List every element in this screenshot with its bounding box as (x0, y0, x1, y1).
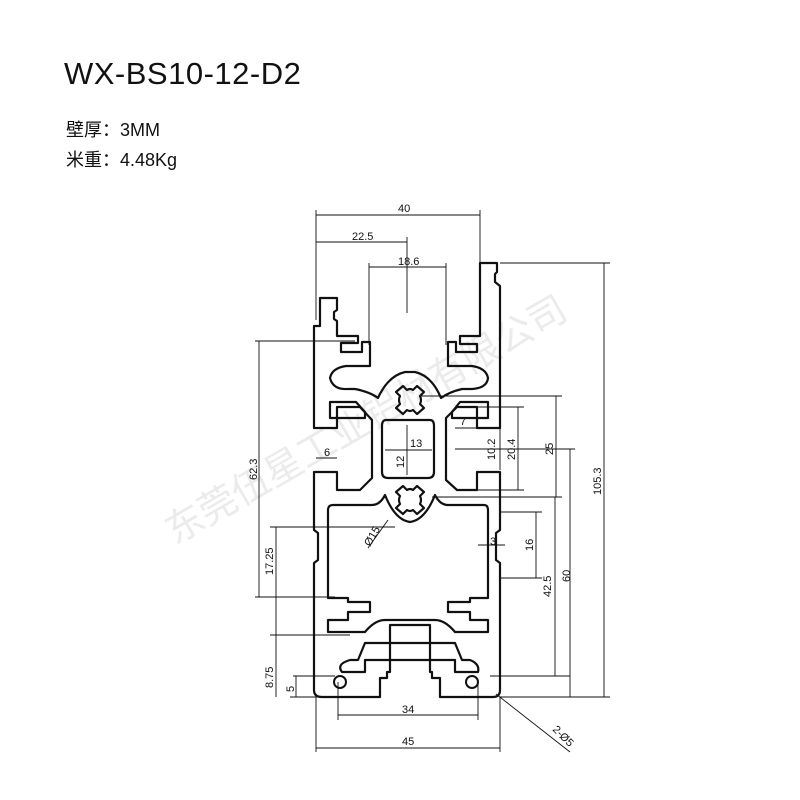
dim-25: 25 (544, 443, 556, 455)
dim-3: 3 (490, 536, 496, 548)
dim-10-2: 10.2 (486, 439, 498, 460)
dimension-lines (255, 210, 610, 753)
dim-12: 12 (395, 456, 407, 468)
dim-7: 7 (460, 416, 466, 428)
dim-18-6: 18.6 (398, 256, 419, 268)
dim-42-5: 42.5 (542, 576, 554, 597)
dim-6: 6 (324, 447, 330, 459)
dim-bore-15: Ø15 (362, 524, 383, 548)
dim-17-25: 17.25 (264, 547, 276, 575)
dim-13: 13 (410, 438, 422, 450)
dim-105-3: 105.3 (592, 467, 604, 495)
weight-per-meter: 米重：4.48Kg (66, 150, 178, 170)
dim-62-3: 62.3 (248, 459, 260, 480)
dim-8-75: 8.75 (264, 667, 276, 688)
watermark: 东莞伍星工业铝材有限公司 (158, 287, 575, 553)
dim-40: 40 (398, 203, 410, 215)
dim-5: 5 (285, 686, 297, 692)
dim-holes-2-5: 2-Ø5 (550, 724, 576, 750)
dim-60: 60 (561, 570, 573, 582)
wall-thickness: 壁厚：3MM (66, 120, 160, 140)
mounting-hole-right (465, 675, 479, 689)
dim-20-4: 20.4 (506, 439, 518, 460)
dim-45: 45 (402, 736, 414, 748)
profile-outline (312, 261, 502, 699)
dimension-labels: 40 22.5 18.6 7 13 12 10.2 20.4 25 105.3 … (248, 203, 604, 749)
dim-22-5: 22.5 (352, 231, 373, 243)
dim-16: 16 (524, 539, 536, 551)
mounting-hole-left (333, 675, 347, 689)
model-title: WX-BS10-12-D2 (64, 56, 302, 91)
dim-34: 34 (402, 704, 414, 716)
